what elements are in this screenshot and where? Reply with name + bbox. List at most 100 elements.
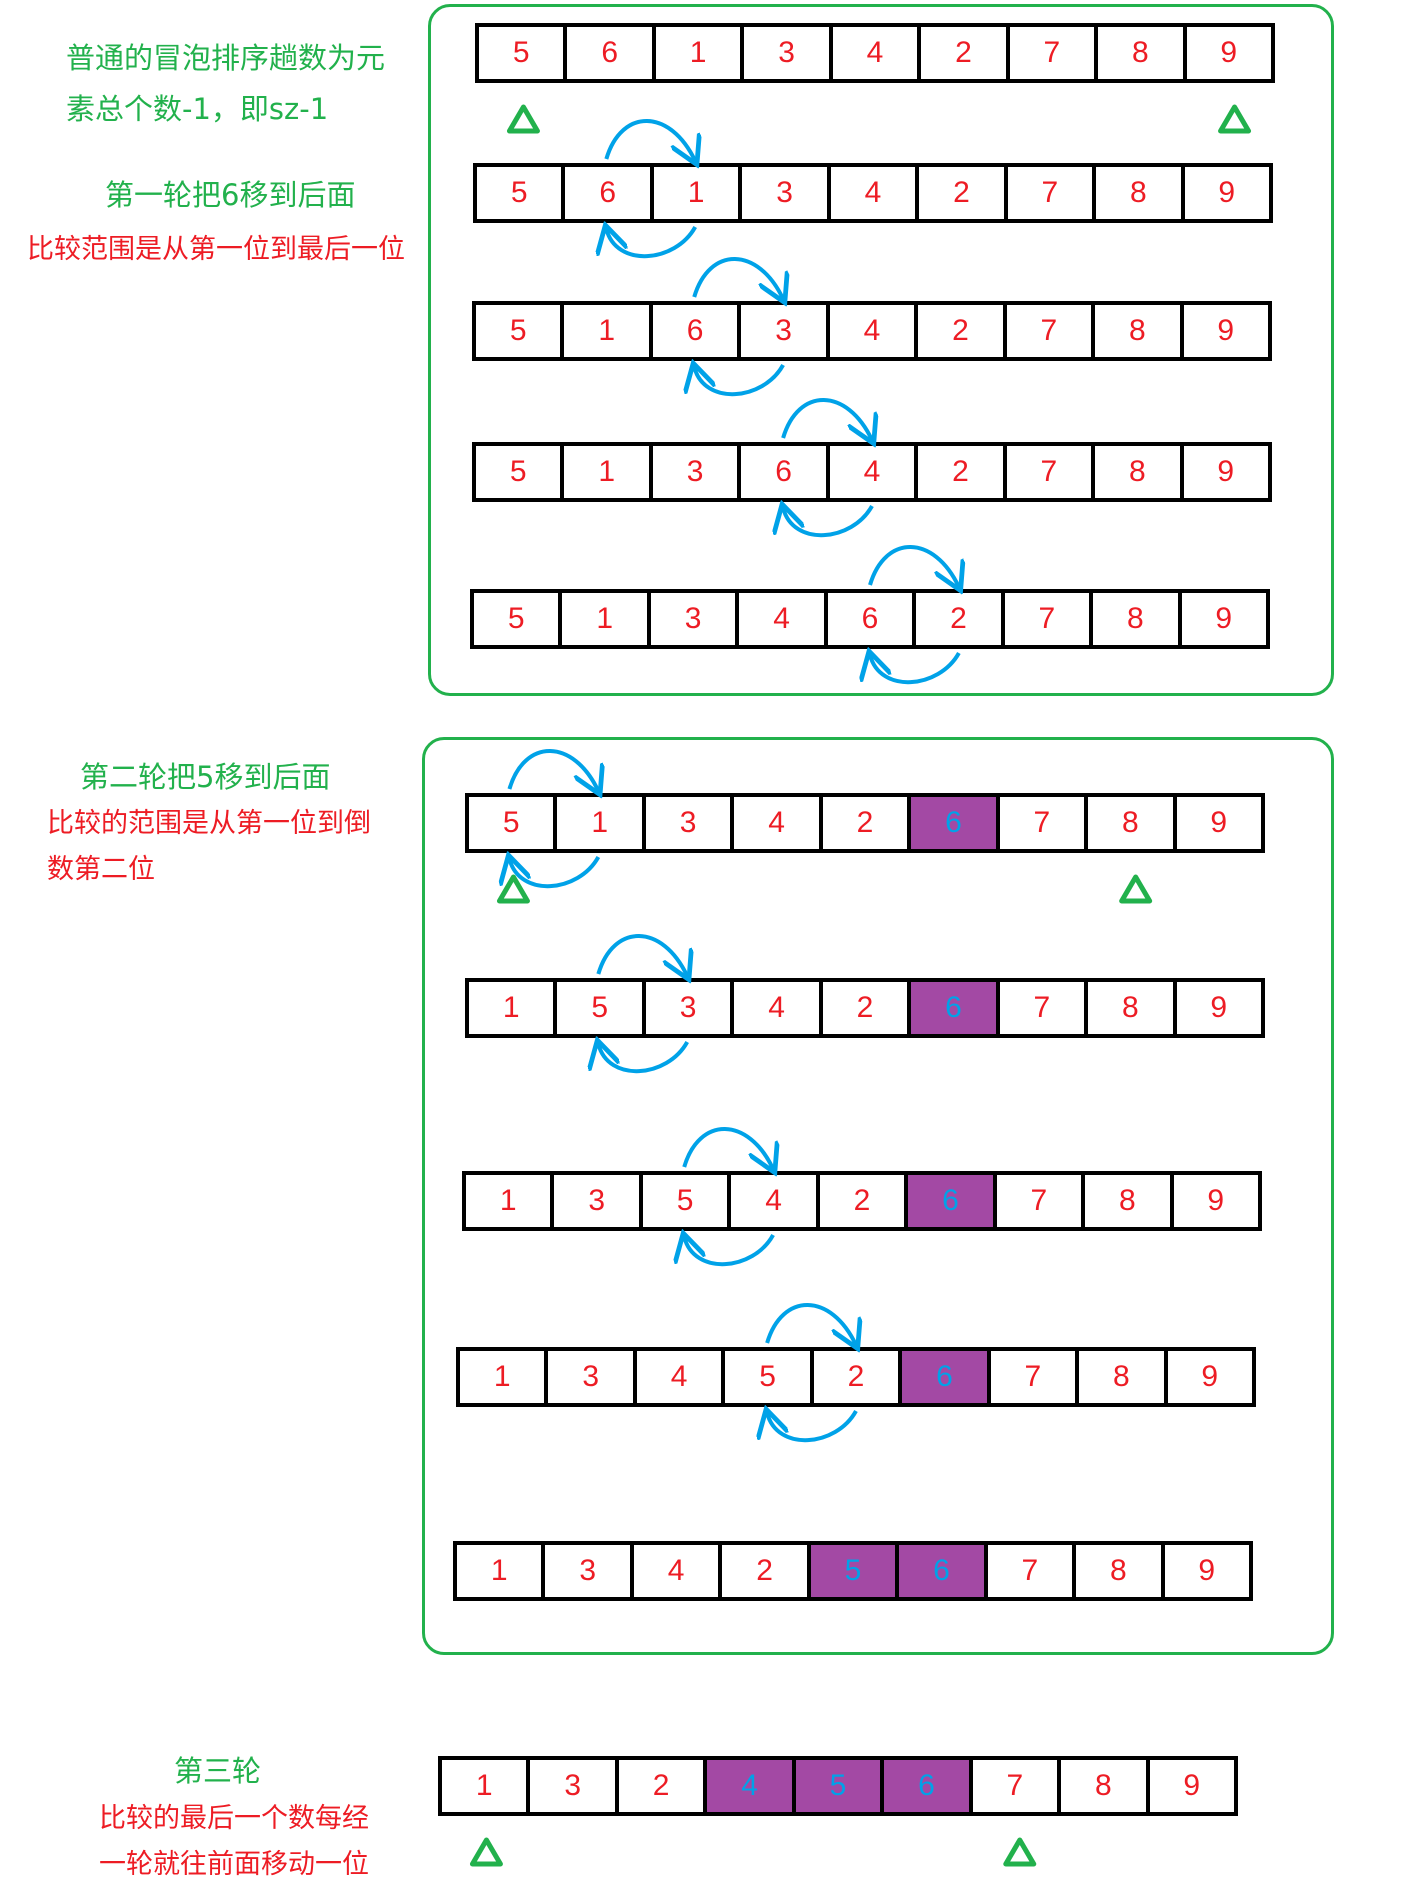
array-cell: 4 — [734, 982, 819, 1034]
array-cell: 1 — [562, 593, 647, 645]
array-cell: 4 — [832, 27, 918, 79]
array-cell: 1 — [564, 305, 649, 357]
array-cell: 2 — [813, 1351, 899, 1403]
array-cell: 3 — [548, 1351, 633, 1403]
array-cell: 4 — [636, 1351, 722, 1403]
array-cell: 5 — [557, 982, 642, 1034]
array-cell: 4 — [830, 167, 916, 219]
array-cell: 9 — [1176, 982, 1261, 1034]
array-cell: 8 — [1061, 1760, 1146, 1812]
array-cell: 7 — [999, 982, 1085, 1034]
array-cell: 4 — [734, 797, 819, 849]
swap-arrow-back — [509, 857, 601, 889]
swap-arrow-forward — [507, 749, 598, 791]
array-cell: 8 — [1088, 797, 1173, 849]
intro-note-line1: 普通的冒泡排序趟数为元 — [66, 41, 386, 75]
array-cell: 5 — [469, 797, 554, 849]
array-cell: 9 — [1181, 593, 1266, 645]
array-cell: 5 — [642, 1175, 728, 1227]
array-cell: 3 — [645, 982, 731, 1034]
array-cell: 8 — [1095, 446, 1180, 498]
round2-desc-line2: 数第二位 — [47, 854, 155, 885]
array-cell: 7 — [1004, 593, 1090, 645]
array-cell: 2 — [921, 27, 1006, 79]
array-cell: 2 — [916, 593, 1001, 645]
array-cell: 7 — [990, 1351, 1076, 1403]
round1-frame — [428, 4, 1334, 696]
swap-arrow-forward — [765, 1303, 856, 1345]
array-cell: 4 — [829, 446, 915, 498]
array-cell: 9 — [1164, 1545, 1249, 1597]
array-cell: 1 — [469, 982, 554, 1034]
array-cell: 7 — [1006, 305, 1092, 357]
array-cell-sorted: 6 — [911, 982, 996, 1034]
array-cell: 5 — [725, 1351, 810, 1403]
array-cell: 4 — [731, 1175, 816, 1227]
swap-arrow-back — [598, 1042, 689, 1074]
round3-desc-line1: 比较的最后一个数每经 — [99, 1803, 369, 1834]
array-cell: 1 — [653, 167, 739, 219]
swap-arrow-back — [694, 365, 785, 397]
array-cell: 1 — [460, 1351, 545, 1403]
array-cell: 9 — [1183, 446, 1268, 498]
array-cell: 7 — [999, 797, 1085, 849]
array-cell-sorted: 6 — [899, 1545, 984, 1597]
range-marker-triangle — [469, 1837, 503, 1867]
array-cell: 1 — [557, 797, 642, 849]
array-cell: 3 — [652, 446, 738, 498]
array-cell: 3 — [545, 1545, 630, 1597]
array-cell: 6 — [741, 446, 826, 498]
array-cell: 2 — [822, 982, 908, 1034]
array-cell: 6 — [652, 305, 738, 357]
array-cell: 4 — [633, 1545, 719, 1597]
array-cell: 7 — [987, 1545, 1073, 1597]
array-cell: 9 — [1167, 1351, 1252, 1403]
swap-arrow-forward — [682, 1127, 773, 1169]
array-cell: 2 — [919, 167, 1004, 219]
array-cell-sorted: 6 — [908, 1175, 993, 1227]
array-cell: 9 — [1183, 305, 1268, 357]
array-cell: 2 — [819, 1175, 905, 1227]
array-cell: 8 — [1093, 593, 1178, 645]
swap-arrow-back — [606, 227, 697, 259]
array-cell-sorted: 4 — [707, 1760, 792, 1812]
swap-arrow-forward — [596, 934, 687, 976]
round1-desc: 比较范围是从第一位到最后一位 — [27, 234, 405, 265]
array-cell: 9 — [1184, 167, 1269, 219]
array-cell: 1 — [655, 27, 741, 79]
swap-arrow-back — [767, 1411, 858, 1443]
round2-desc-line1: 比较的范围是从第一位到倒 — [47, 808, 371, 839]
array-cell: 8 — [1076, 1545, 1161, 1597]
array-cell: 8 — [1088, 982, 1173, 1034]
array-cell: 8 — [1096, 167, 1181, 219]
array-cell: 3 — [744, 27, 829, 79]
array-cell: 6 — [827, 593, 913, 645]
array-cell: 3 — [742, 167, 827, 219]
array-cell: 7 — [1009, 27, 1095, 79]
swap-arrow-forward — [781, 398, 872, 440]
array-cell-sorted: 6 — [902, 1351, 987, 1403]
swap-arrow-forward — [868, 545, 959, 587]
array-cell: 1 — [442, 1760, 527, 1812]
array-cell: 8 — [1098, 27, 1183, 79]
array-cell: 7 — [972, 1760, 1058, 1812]
range-marker-triangle — [496, 874, 530, 904]
array-cell: 3 — [741, 305, 826, 357]
array-cell: 4 — [739, 593, 824, 645]
array-cell: 6 — [565, 167, 650, 219]
array-cell: 1 — [564, 446, 649, 498]
array-cell-sorted: 5 — [810, 1545, 896, 1597]
round2-title: 第二轮把5移到后面 — [80, 760, 331, 794]
array-cell: 2 — [618, 1760, 704, 1812]
swap-arrow-back — [870, 653, 961, 685]
array-cell: 2 — [822, 797, 908, 849]
array-cell-sorted: 6 — [884, 1760, 969, 1812]
